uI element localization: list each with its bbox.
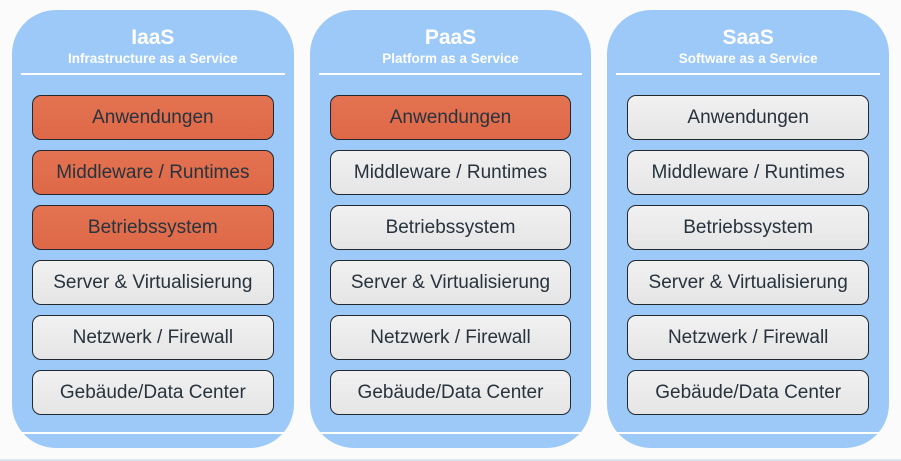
footer-divider — [318, 432, 583, 434]
layer-label: Gebäude/Data Center — [655, 381, 842, 403]
layer-gebaeude-data-center: Gebäude/Data Center — [329, 370, 572, 415]
footer-divider — [616, 432, 881, 434]
column-subtitle: Platform as a Service — [382, 51, 519, 66]
layer-label: Anwendungen — [389, 106, 512, 128]
layer-betriebssystem: Betriebssystem — [32, 205, 274, 250]
layer-label: Server & Virtualisierung — [53, 271, 253, 293]
footer-divider — [21, 432, 285, 434]
layer-label: Server & Virtualisierung — [648, 271, 848, 293]
layer-stack: Anwendungen Middleware / Runtimes Betrie… — [310, 95, 592, 415]
layer-stack: Anwendungen Middleware / Runtimes Betrie… — [607, 95, 889, 415]
layer-label: Gebäude/Data Center — [357, 381, 544, 403]
layer-gebaeude-data-center: Gebäude/Data Center — [32, 370, 274, 415]
layer-label: Betriebssystem — [87, 216, 218, 238]
layer-label: Anwendungen — [92, 106, 214, 128]
header-divider — [318, 73, 583, 75]
layer-netzwerk-firewall: Netzwerk / Firewall — [329, 315, 572, 360]
layer-label: Betriebssystem — [385, 216, 516, 238]
layer-anwendungen: Anwendungen — [329, 95, 572, 140]
layer-middleware-runtimes: Middleware / Runtimes — [32, 150, 274, 195]
layer-server-virtualisierung: Server & Virtualisierung — [329, 260, 572, 305]
layer-stack: Anwendungen Middleware / Runtimes Betrie… — [12, 95, 294, 415]
layer-label: Netzwerk / Firewall — [667, 326, 829, 348]
layer-label: Netzwerk / Firewall — [72, 326, 234, 348]
column-subtitle: Software as a Service — [678, 51, 818, 66]
layer-label: Server & Virtualisierung — [350, 271, 551, 293]
layer-anwendungen: Anwendungen — [32, 95, 274, 140]
layer-anwendungen: Anwendungen — [627, 95, 870, 140]
column-iaas: IaaS Infrastructure as a Service Anwendu… — [12, 10, 294, 448]
layer-label: Gebäude/Data Center — [59, 381, 246, 403]
layer-middleware-runtimes: Middleware / Runtimes — [329, 150, 572, 195]
column-subtitle: Infrastructure as a Service — [68, 51, 238, 66]
layer-netzwerk-firewall: Netzwerk / Firewall — [32, 315, 274, 360]
layer-label: Middleware / Runtimes — [651, 161, 845, 183]
column-title: IaaS — [131, 26, 175, 49]
layer-label: Middleware / Runtimes — [353, 161, 548, 183]
layer-server-virtualisierung: Server & Virtualisierung — [627, 260, 870, 305]
layer-betriebssystem: Betriebssystem — [329, 205, 572, 250]
header-divider — [616, 73, 881, 75]
layer-server-virtualisierung: Server & Virtualisierung — [32, 260, 274, 305]
layer-label: Middleware / Runtimes — [56, 161, 250, 183]
layer-label: Netzwerk / Firewall — [370, 326, 531, 348]
column-title: SaaS — [722, 26, 774, 49]
layer-gebaeude-data-center: Gebäude/Data Center — [627, 370, 870, 415]
header-divider — [21, 73, 285, 75]
layer-label: Anwendungen — [687, 106, 809, 128]
column-title: PaaS — [424, 26, 477, 49]
layer-betriebssystem: Betriebssystem — [627, 205, 870, 250]
column-paas: PaaS Platform as a Service Anwendungen M… — [309, 10, 592, 448]
column-saas: SaaS Software as a Service Anwendungen M… — [607, 10, 890, 448]
layer-netzwerk-firewall: Netzwerk / Firewall — [627, 315, 870, 360]
layer-label: Betriebssystem — [683, 216, 814, 238]
layer-middleware-runtimes: Middleware / Runtimes — [627, 150, 870, 195]
